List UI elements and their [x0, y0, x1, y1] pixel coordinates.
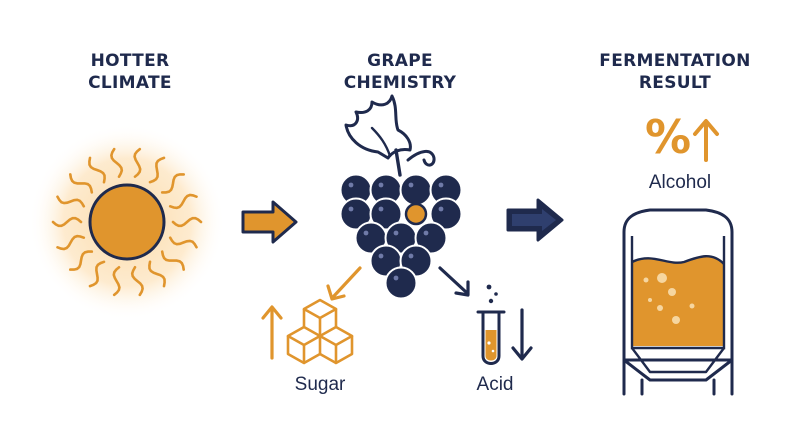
chemistry-heading: GRAPE CHEMISTRY: [315, 50, 485, 94]
ripe-grape: [404, 202, 428, 226]
chemistry-heading-line2: CHEMISTRY: [343, 73, 457, 93]
fermentation-tank-icon: [622, 208, 734, 396]
climate-heading-line1: HOTTER: [90, 51, 170, 71]
alcohol-up-arrow-icon: [693, 119, 719, 162]
grape-highlight: [393, 275, 399, 281]
sugar-pointer-arrow: [326, 266, 362, 301]
grape-highlight: [348, 206, 354, 212]
sun-icon: [29, 124, 225, 320]
acid-down-arrow-icon: [511, 308, 533, 361]
acid-label: Acid: [476, 374, 514, 395]
sun-ray: [130, 266, 144, 297]
grape-highlight: [408, 182, 414, 188]
sun-ray: [148, 260, 166, 288]
sun-ray: [148, 156, 166, 184]
sun-ray: [56, 234, 86, 251]
grape-highlight: [348, 182, 354, 188]
fermentation-heading-line1: FERMENTATION: [599, 51, 751, 71]
sun-ray: [112, 266, 121, 297]
sugar-label: Sugar: [294, 374, 346, 395]
sun-ray: [69, 250, 94, 271]
grape: [414, 221, 448, 255]
sun-ray: [171, 216, 203, 228]
sun-ray: [56, 195, 86, 208]
sun-ray: [110, 147, 124, 178]
grape-highlight: [408, 253, 414, 259]
grape: [429, 197, 463, 231]
sun-ray: [160, 173, 185, 194]
grape-highlight: [378, 182, 384, 188]
fermentation-heading: FERMENTATION RESULT: [580, 50, 770, 94]
fermentation-heading-line2: RESULT: [638, 73, 712, 93]
percent-symbol: %: [644, 110, 692, 164]
grape-highlight: [438, 206, 444, 212]
climate-heading-line2: CLIMATE: [88, 73, 172, 93]
grape: [384, 266, 418, 300]
right-arrow-icon: [506, 198, 564, 242]
sun-ray: [88, 260, 106, 288]
sugar-cubes-icon: [286, 298, 354, 365]
sun-ray: [168, 193, 198, 210]
sun-ray: [160, 250, 185, 271]
grape-highlight: [423, 230, 429, 236]
grape: [399, 173, 433, 207]
sun-ray: [133, 147, 142, 178]
alcohol-label: Alcohol: [648, 172, 712, 193]
chemistry-heading-line1: GRAPE: [367, 51, 433, 71]
grape-cluster-icon: [339, 94, 463, 300]
grape-highlight: [438, 182, 444, 188]
sun-ray: [168, 236, 198, 249]
sugar-up-arrow-icon: [261, 305, 283, 360]
grape-highlight: [378, 253, 384, 259]
sun-ray: [88, 156, 106, 184]
right-arrow-icon: [241, 200, 298, 244]
grape-highlight: [393, 230, 399, 236]
test-tube-icon: [476, 284, 506, 365]
sun-ray: [51, 216, 83, 228]
grape-highlight: [363, 230, 369, 236]
climate-heading: HOTTER CLIMATE: [55, 50, 205, 94]
sun-ray: [69, 173, 94, 194]
grape: [369, 197, 403, 231]
acid-pointer-arrow: [438, 266, 470, 297]
grape-highlight: [378, 206, 384, 212]
